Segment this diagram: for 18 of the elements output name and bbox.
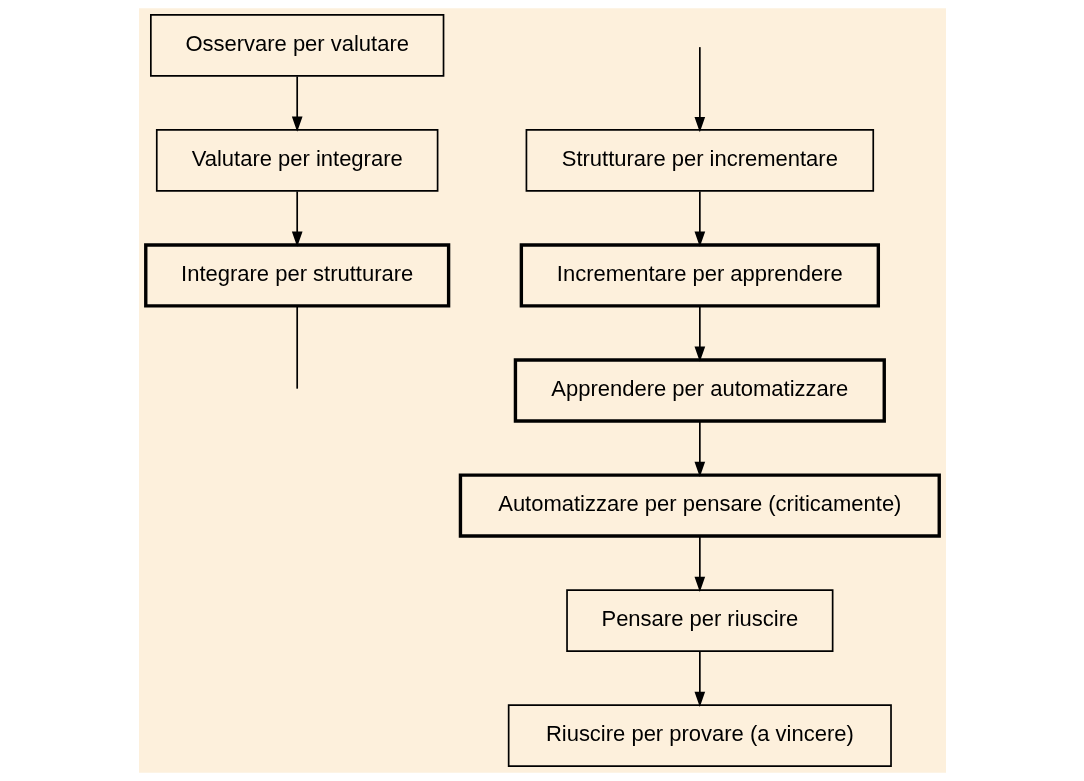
arrow	[694, 46, 705, 133]
node-box: Incrementare per apprendere	[519, 243, 880, 308]
node-box: Pensare per riuscire	[565, 589, 833, 652]
arrow	[694, 535, 705, 592]
node-box: Osservare per valutare	[149, 14, 444, 77]
arrow	[694, 650, 705, 707]
arrow	[694, 420, 705, 477]
node-box: Automatizzare per pensare (criticamente)	[458, 473, 941, 538]
connector	[295, 305, 298, 390]
node-box: Riuscire per provare (a vincere)	[507, 704, 892, 767]
arrow	[694, 190, 705, 247]
node-box: Apprendere per automatizzare	[513, 358, 886, 423]
arrow	[694, 305, 705, 362]
arrow	[291, 75, 303, 132]
arrow	[291, 190, 303, 247]
node-box: Valutare per integrare	[155, 129, 438, 192]
node-box: Integrare per strutturare	[143, 243, 450, 308]
node-box: Strutturare per incrementare	[525, 129, 874, 192]
